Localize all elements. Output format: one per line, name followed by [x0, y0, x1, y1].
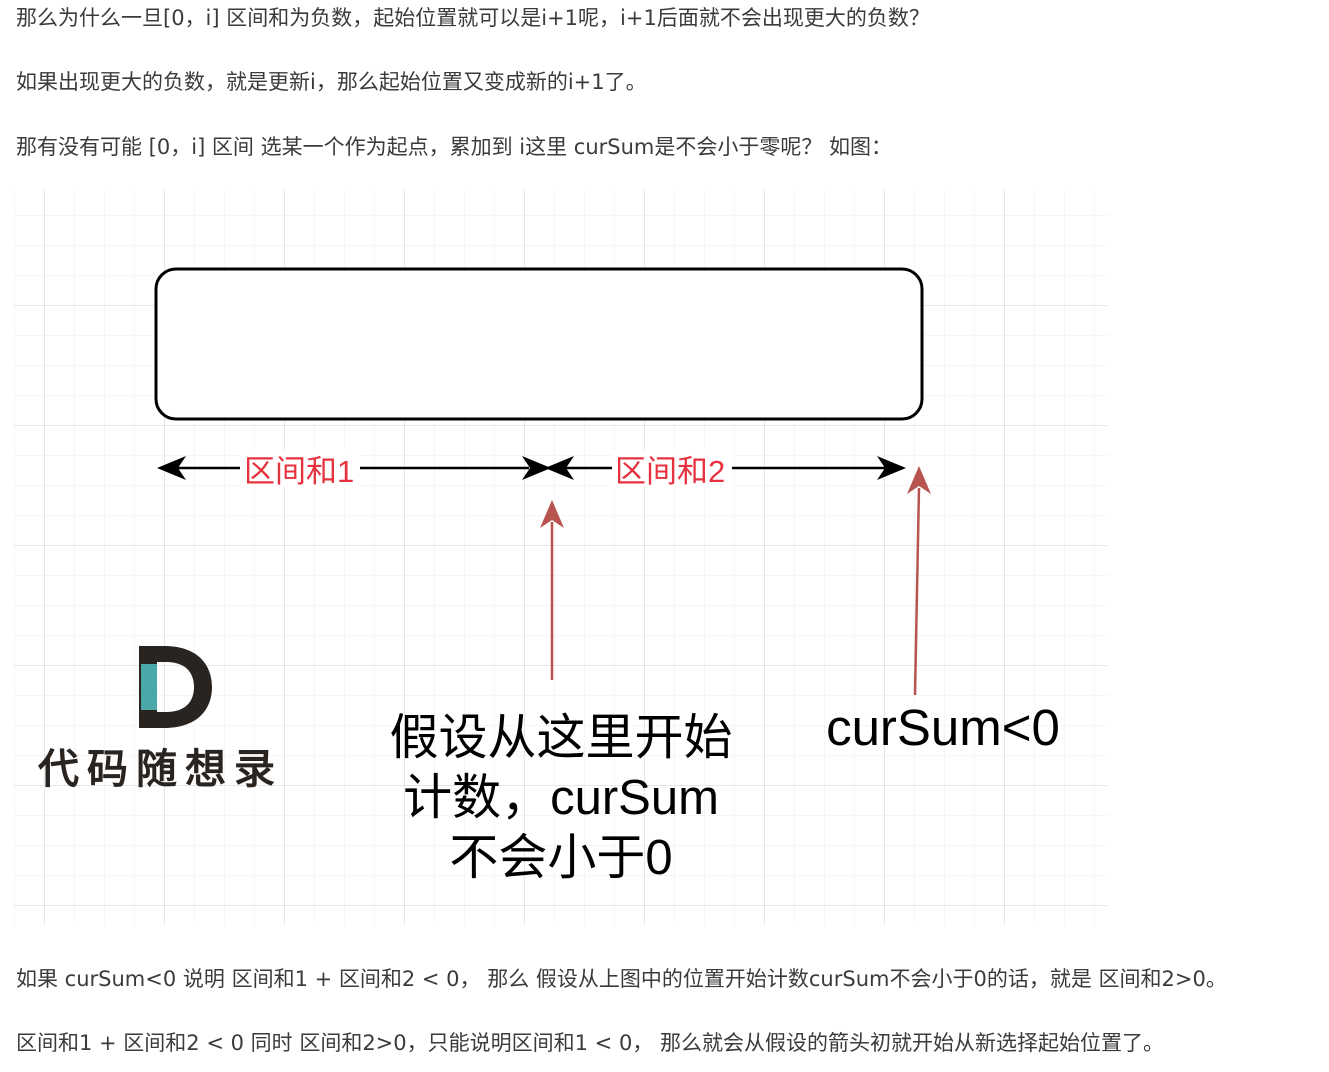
- diagram-canvas: 区间和1 区间和2 假设从这里开始 计数，curSum 不会小于0 curSum…: [14, 190, 1108, 925]
- array-box: [154, 267, 924, 421]
- annotation-line-1: 假设从这里开始: [389, 711, 732, 765]
- logo-text: 代码随想录: [37, 745, 283, 793]
- paragraph-conclusion-1: 如果 curSum<0 说明 区间和1 + 区间和2 < 0， 那么 假设从上图…: [16, 967, 1227, 991]
- interval2-label-bg: [612, 451, 732, 487]
- cursum-arrow: [907, 466, 931, 696]
- paragraph-question: 那么为什么一旦[0，i] 区间和为负数，起始位置就可以是i+1呢，i+1后面就不…: [16, 6, 930, 30]
- annotation-line-3: 不会小于0: [449, 831, 672, 885]
- annotation-line-2: 计数，curSum: [403, 771, 719, 825]
- interval1-label-bg: [240, 451, 360, 487]
- paragraph-update-i: 如果出现更大的负数，就是更新i，那么起始位置又变成新的i+1了。: [16, 70, 647, 94]
- start-point-arrow: [540, 500, 564, 680]
- cursum-label: curSum<0: [826, 699, 1060, 756]
- logo: 代码随想录: [37, 646, 283, 793]
- logo-d-mark: [139, 646, 212, 728]
- interval2-label: 区间和2: [615, 454, 725, 489]
- paragraph-possibility: 那有没有可能 [0，i] 区间 选某一个作为起点，累加到 i这里 curSum是…: [16, 135, 893, 159]
- interval1-label: 区间和1: [244, 454, 354, 489]
- interval-diagram: 区间和1 区间和2 假设从这里开始 计数，curSum 不会小于0 curSum…: [14, 190, 1108, 925]
- paragraph-conclusion-2: 区间和1 + 区间和2 < 0 同时 区间和2>0，只能说明区间和1 < 0， …: [16, 1031, 1164, 1055]
